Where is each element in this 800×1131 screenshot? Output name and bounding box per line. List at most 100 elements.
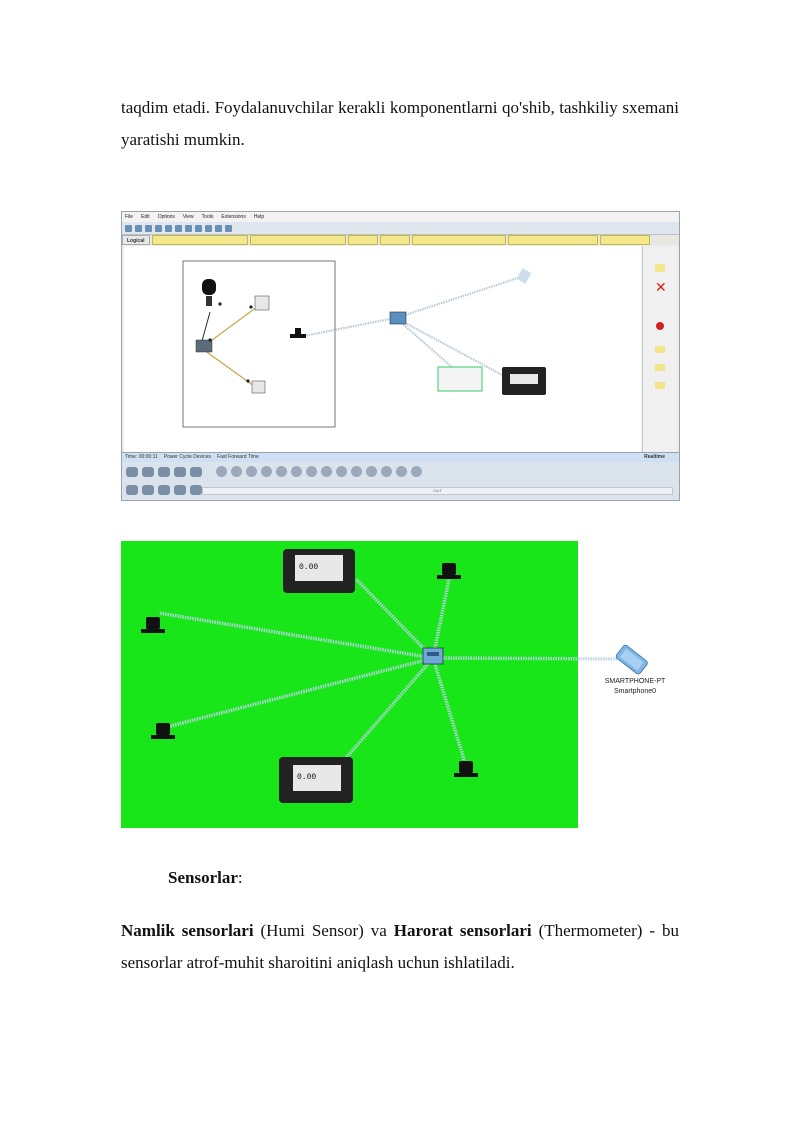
copy-icon[interactable] (175, 224, 182, 232)
smartphone-name-label: Smartphone0 (614, 688, 656, 695)
smartphone-device (615, 644, 648, 675)
menu-edit[interactable]: Edit (141, 214, 150, 220)
right-tool-panel: ✕ (642, 246, 677, 452)
tab-6[interactable] (507, 235, 598, 245)
undo-icon[interactable] (195, 224, 202, 232)
server-device (254, 295, 270, 311)
iot-diagram: 0.00 0.00 SMARTPHONE-PT Smartphone0 (141, 549, 666, 803)
link (432, 656, 627, 661)
toolbar (122, 222, 679, 235)
cluster-box (182, 260, 336, 428)
device-icon[interactable] (321, 466, 332, 477)
workspace-canvas[interactable] (124, 246, 641, 452)
tab-4[interactable] (379, 235, 410, 245)
sensor-bottom-right (454, 761, 478, 777)
link (337, 656, 435, 768)
menu-help[interactable]: Help (253, 214, 265, 220)
home-gateway-device (389, 311, 407, 325)
packet-tracer-screenshot: File Edit Options View Tools Extensions … (121, 211, 680, 501)
tab-1[interactable] (151, 235, 248, 245)
pc-device (251, 380, 266, 394)
device-icon[interactable] (246, 466, 257, 477)
status-bar: Time: 00:00:11 Power Cycle Devices Fast … (122, 453, 679, 462)
multiuser-category-icon[interactable] (190, 485, 202, 495)
power-cycle-button[interactable]: Power Cycle Devices (163, 454, 212, 460)
select-tool-icon (655, 264, 665, 272)
device-category-row (122, 462, 679, 481)
redo-icon[interactable] (205, 224, 212, 232)
new-file-icon[interactable] (125, 224, 132, 232)
wireless-category-icon[interactable] (174, 466, 186, 477)
device-icon[interactable] (336, 466, 347, 477)
print-icon[interactable] (155, 224, 162, 232)
zoom-in-icon[interactable] (215, 224, 222, 232)
sensors-heading: Sensorlar: (168, 868, 243, 887)
fast-forward-button[interactable]: Fast Forward Time (217, 454, 259, 460)
menu-view[interactable]: View (182, 214, 194, 220)
device-icon[interactable] (306, 466, 317, 477)
sensor-left (141, 617, 165, 633)
monitor-device-top: 0.00 (283, 549, 355, 593)
menu-tools[interactable]: Tools (201, 214, 214, 220)
smartphone-type-label: SMARTPHONE-PT (605, 678, 666, 685)
device-icon[interactable] (276, 466, 287, 477)
paste-icon[interactable] (185, 224, 192, 232)
sensors-heading-text: Sensorlar (168, 868, 238, 887)
link (431, 578, 451, 659)
device-panel: Time: 00:00:11 Power Cycle Devices Fast … (122, 452, 679, 500)
hub-category-icon[interactable] (158, 466, 170, 477)
sensor-devices (141, 563, 478, 777)
device-icon[interactable] (381, 466, 392, 477)
device-icon[interactable] (351, 466, 362, 477)
realtime-label[interactable]: Realtime (644, 454, 665, 460)
home-gateway-device (422, 647, 444, 665)
menu-file[interactable]: File (125, 214, 134, 220)
link (158, 611, 434, 660)
menu-extensions[interactable]: Extensions (221, 214, 246, 220)
status-time: Time: 00:00:11 (125, 454, 158, 460)
humidity-sensors-term: Namlik sensorlari (121, 921, 254, 940)
link (354, 577, 435, 660)
shape-tool-icon (656, 322, 664, 330)
sensor-device (202, 279, 216, 295)
device-category-row-2 (122, 481, 679, 499)
mcu-device (195, 339, 213, 353)
misc-category-icon[interactable] (174, 485, 186, 495)
device-scrollbar[interactable]: CIoT (202, 487, 673, 495)
tab-3[interactable] (347, 235, 378, 245)
component-category-icon[interactable] (142, 485, 154, 495)
delete-icon: ✕ (655, 279, 667, 295)
connection-category-icon[interactable] (158, 485, 170, 495)
end-device-category-icon[interactable] (126, 485, 138, 495)
zoom-out-icon[interactable] (225, 224, 232, 232)
device-icon[interactable] (216, 466, 227, 477)
device-icon[interactable] (366, 466, 377, 477)
tab-2[interactable] (249, 235, 346, 245)
device-icon[interactable] (291, 466, 302, 477)
device-icon[interactable] (231, 466, 242, 477)
sensors-paragraph: Namlik sensorlari (Humi Sensor) va Haror… (121, 921, 679, 972)
tab-logical[interactable]: Logical (122, 235, 150, 245)
wizard-icon[interactable] (165, 224, 172, 232)
temperature-sensors-term: Harorat sensorlari (393, 921, 532, 940)
tab-5[interactable] (411, 235, 506, 245)
sensor-device-2 (290, 334, 306, 338)
note-icon (655, 346, 665, 353)
monitor-device-bottom: 0.00 (279, 757, 353, 803)
router-category-icon[interactable] (126, 466, 138, 477)
device-icon[interactable] (396, 466, 407, 477)
smartphone-device (516, 268, 532, 284)
save-icon[interactable] (145, 224, 152, 232)
tab-7[interactable] (599, 235, 650, 245)
menu-options[interactable]: Options (157, 214, 175, 220)
resize-icon (655, 364, 665, 371)
security-category-icon[interactable] (190, 466, 202, 477)
switch-category-icon[interactable] (142, 466, 154, 477)
workspace-bar: Logical (122, 235, 679, 245)
topology-drawing (182, 260, 546, 428)
open-file-icon[interactable] (135, 224, 142, 232)
link (162, 656, 434, 730)
monitor-device-1 (437, 366, 483, 392)
device-icon[interactable] (411, 466, 422, 477)
device-icon[interactable] (261, 466, 272, 477)
